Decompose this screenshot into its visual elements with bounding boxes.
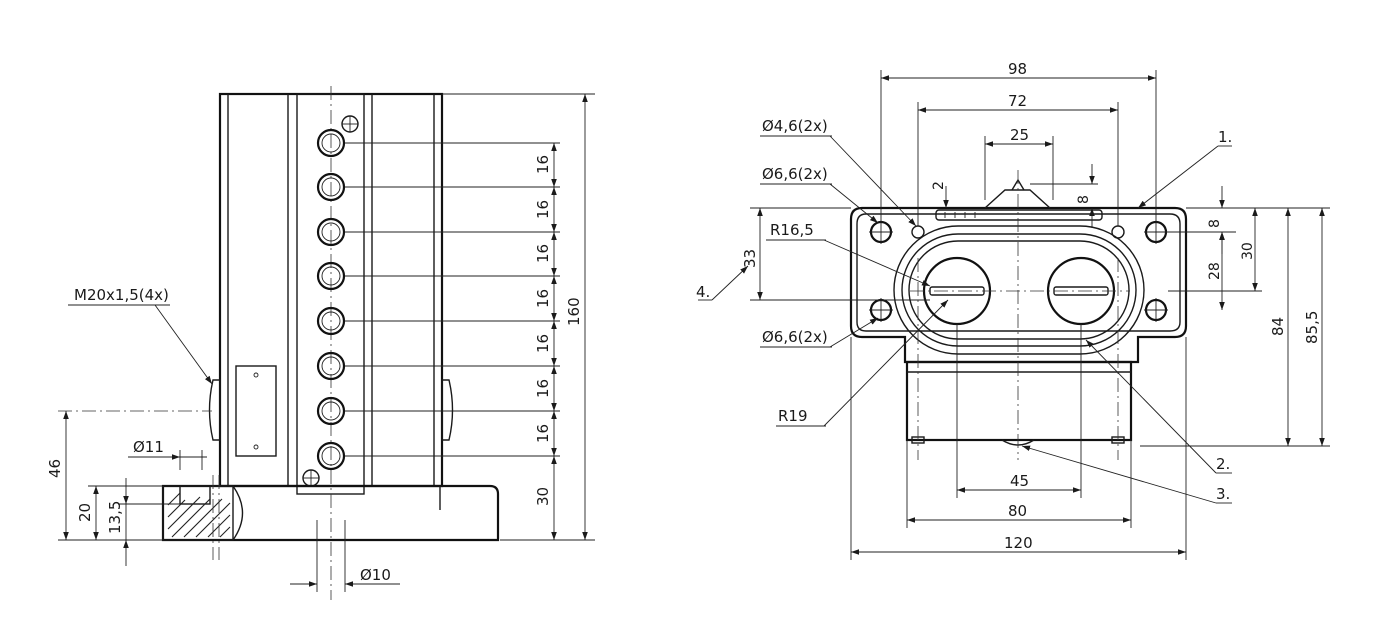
pin-4 xyxy=(316,261,346,291)
pitch-dimensions: 16 16 16 16 16 16 16 30 160 xyxy=(534,94,588,540)
dim-8-right: 8 xyxy=(1207,219,1223,228)
dim-72: 72 xyxy=(1008,92,1027,110)
dim-46: 46 xyxy=(46,459,64,478)
pitch-6: 16 xyxy=(534,379,552,398)
pin-5 xyxy=(316,306,346,336)
dim-8-top: 8 xyxy=(1076,195,1092,204)
lower-body xyxy=(905,360,1133,442)
callout-3: 3. xyxy=(1216,485,1230,503)
side-view: M20x1,5(4x) Ø11 Ø10 46 20 13,5 16 16 xyxy=(46,86,595,600)
pitch-1: 16 xyxy=(534,155,552,174)
name-plate xyxy=(235,365,277,457)
dim-98: 98 xyxy=(1008,60,1027,78)
callout-2: 2. xyxy=(1216,455,1230,473)
dim-25: 25 xyxy=(1010,126,1029,144)
contact-strip xyxy=(296,93,365,495)
dia-10-label: Ø10 xyxy=(360,566,391,584)
thread-label: M20x1,5(4x) xyxy=(74,286,169,304)
pitch-2: 16 xyxy=(534,200,552,219)
hole-4-6-label: Ø4,6(2x) xyxy=(762,117,828,135)
callout-4: 4. xyxy=(696,283,710,301)
pitch-3: 16 xyxy=(534,244,552,263)
hole-6-6-bottom-label: Ø6,6(2x) xyxy=(762,328,828,346)
callout-1: 1. xyxy=(1218,128,1232,146)
contact-pins xyxy=(316,128,346,471)
dim-33: 33 xyxy=(741,249,759,268)
pin-6 xyxy=(316,351,346,381)
pin-1 xyxy=(316,128,346,158)
radius-16-5-label: R16,5 xyxy=(770,221,814,239)
pitch-5: 16 xyxy=(534,334,552,353)
obround-cavity-outer xyxy=(893,225,1145,355)
dim-80: 80 xyxy=(1008,502,1027,520)
dim-28: 28 xyxy=(1207,262,1223,280)
hole-6-6-top-label: Ø6,6(2x) xyxy=(762,165,828,183)
dim-30-top: 30 xyxy=(1240,242,1256,260)
dim-120: 120 xyxy=(1004,534,1033,552)
dim-13-5: 13,5 xyxy=(106,501,124,534)
dim-84: 84 xyxy=(1269,317,1287,336)
mounting-flange xyxy=(849,206,1188,364)
pin-3 xyxy=(316,217,346,247)
dia-11-label: Ø11 xyxy=(133,438,164,456)
pin-2 xyxy=(316,172,346,202)
dim-30-side: 30 xyxy=(534,487,552,506)
dim-2: 2 xyxy=(931,181,947,190)
pitch-7: 16 xyxy=(534,424,552,443)
pin-7 xyxy=(316,396,346,426)
dim-85-5: 85,5 xyxy=(1303,311,1321,344)
pitch-4: 16 xyxy=(534,289,552,308)
top-view: 98 72 25 2 8 8 28 30 84 85,5 xyxy=(696,60,1330,560)
dim-20: 20 xyxy=(76,503,94,522)
base-plate xyxy=(161,484,500,542)
radius-19-label: R19 xyxy=(778,407,808,425)
dim-45: 45 xyxy=(1010,472,1029,490)
dim-160: 160 xyxy=(565,297,583,326)
section-hatch xyxy=(162,485,244,541)
pin-8 xyxy=(316,441,346,471)
